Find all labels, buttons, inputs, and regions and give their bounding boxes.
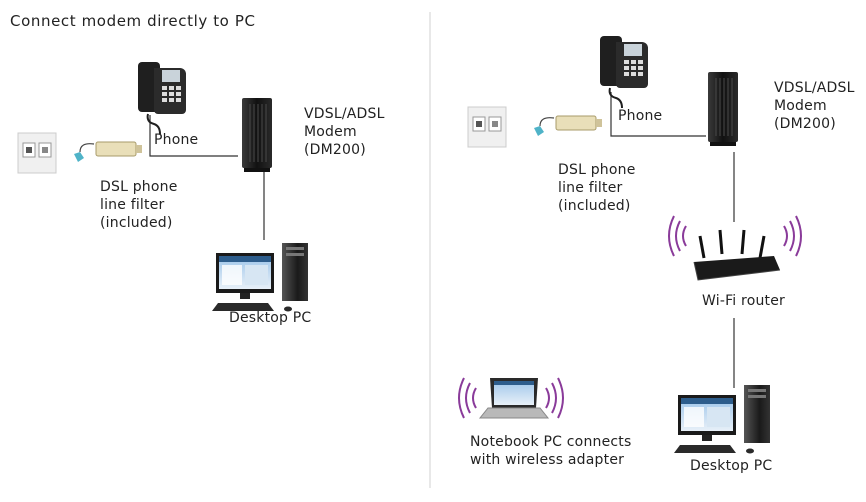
wall-jack-icon-right [467,106,507,148]
wifi-waves-left-icon [668,215,687,257]
right-phone-label: Phone [618,108,663,124]
dsl-filter-icon [73,141,143,163]
left-modem-label: VDSL/ADSL Modem (DM200) [304,106,385,158]
wifi-waves-right-icon [783,215,802,257]
right-connection-lines [610,92,735,388]
left-filter-label: DSL phone line filter (included) [100,179,178,231]
notebook-label: Notebook PC connects with wireless adapt… [470,434,632,468]
wifi-router-label: Wi-Fi router [702,293,785,309]
modem-icon [241,97,273,173]
wall-jack-icon [17,132,57,174]
diagram-title: Connect modem directly to PC [10,12,256,30]
phone-icon-right [599,35,649,109]
left-phone-label: Phone [154,132,199,148]
notebook-waves-right-icon [545,377,564,419]
left-desktop-pc-label: Desktop PC [229,310,312,326]
modem-icon-right [707,71,739,147]
phone-icon [137,61,187,135]
desktop-pc-icon [212,243,308,312]
right-desktop-pc-label: Desktop PC [690,458,773,474]
right-modem-label: VDSL/ADSL Modem (DM200) [774,80,855,132]
wifi-router-icon [692,228,782,282]
desktop-pc-icon-right [674,385,770,454]
right-filter-label: DSL phone line filter (included) [558,162,636,214]
notebook-waves-left-icon [458,377,477,419]
notebook-pc-icon [479,377,549,419]
dsl-filter-icon-right [533,115,603,137]
left-connection-lines [149,115,265,240]
